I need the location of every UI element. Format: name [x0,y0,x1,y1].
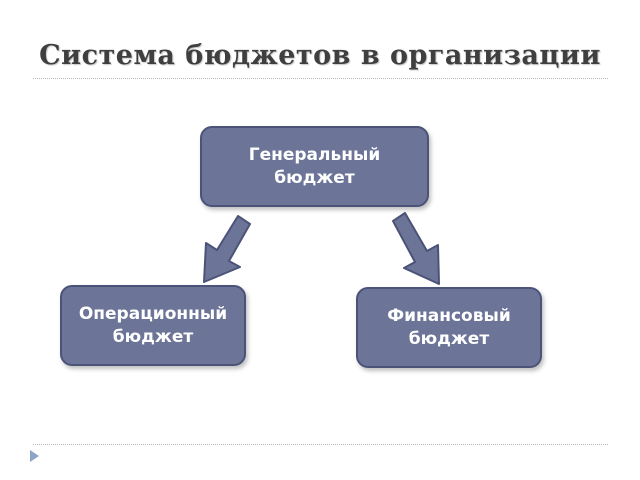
bottom-divider [33,444,608,445]
arrow-to-operational [203,215,251,283]
arrow-to-financial [392,212,440,285]
bullet-triangle-icon [30,450,39,462]
operational-budget-label: Операционный бюджет [78,303,228,347]
general-budget-label: Генеральный бюджет [248,144,381,188]
financial-budget-node: Финансовый бюджет [356,287,542,368]
general-budget-node: Генеральный бюджет [200,126,429,207]
top-divider [33,78,608,79]
slide-title: Система бюджетов в организации [39,40,601,71]
operational-budget-node: Операционный бюджет [60,285,246,366]
financial-budget-label: Финансовый бюджет [387,305,511,349]
